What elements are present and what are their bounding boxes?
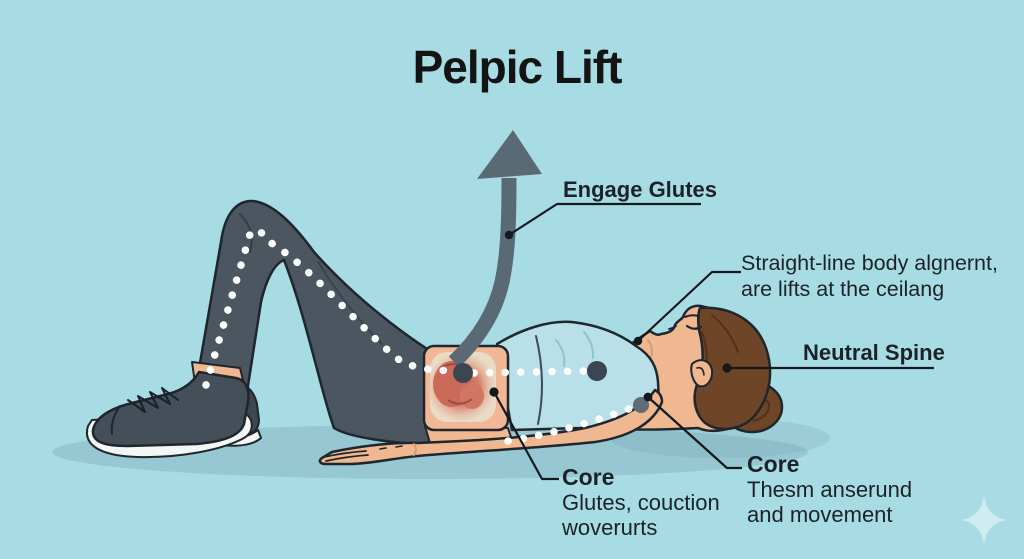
label-neutral-spine: Neutral Spine [803, 340, 945, 365]
core-left-leader [493, 391, 559, 481]
glute-muscle-lobe [460, 383, 484, 409]
label-core-left-heading: Core [562, 464, 615, 490]
label-body-alignment-line2: are lifts at the ceilang [741, 277, 945, 301]
engage-glutes-leader [508, 202, 701, 236]
label-body-alignment: Straight-line body algnernt, are lifts a… [741, 250, 998, 302]
core-right-leader [647, 396, 742, 470]
front-shoe [85, 370, 253, 459]
finger-line [323, 450, 367, 458]
leg-guide-dots [202, 225, 456, 389]
label-engage-glutes: Engage Glutes [563, 177, 718, 202]
eyebrow [684, 314, 700, 318]
wrist-line [413, 443, 417, 456]
closed-eye [685, 324, 703, 330]
leader-dot [504, 230, 514, 240]
label-core-right: Core Thesm anserund and movement [747, 451, 912, 527]
shoulder-anchor-dot [587, 361, 607, 381]
top-fold [583, 331, 595, 359]
label-core-left-line1: Glutes, couction [562, 490, 720, 515]
chin-neck-crease [647, 339, 653, 359]
ear-inner-line [696, 366, 705, 376]
label-core-right-heading: Core [747, 451, 800, 477]
shoe-laces [127, 387, 179, 413]
top-seam [535, 335, 543, 425]
lip-line [668, 325, 677, 330]
page-title: Pelpic Lift [412, 41, 623, 93]
woman-figure [85, 199, 784, 466]
leader-lines [489, 202, 934, 481]
label-body-alignment-line1: Straight-line body algnernt, [741, 251, 998, 275]
label-core-right-line2: and movement [747, 502, 893, 527]
leader-dot [722, 363, 732, 373]
leader-dot [633, 336, 643, 346]
anchor-dots [453, 361, 649, 413]
top-fold [555, 339, 566, 367]
ear [690, 359, 714, 388]
finger-line [325, 454, 369, 462]
alignment-leader [637, 270, 741, 342]
hip-anchor-dot [453, 363, 473, 383]
up-arrow-icon [448, 130, 542, 368]
label-core-left: Core Glutes, couction woverurts [562, 464, 720, 540]
torso-guide-dots [470, 367, 592, 377]
arm-hand [318, 388, 664, 466]
hair-strand [711, 314, 739, 353]
sparkle-icon [961, 496, 1007, 544]
label-core-right-line1: Thesm anserund [747, 477, 913, 502]
knuckle-line [379, 445, 403, 450]
leader-dot [489, 387, 499, 397]
leader-dot [643, 392, 653, 402]
label-core-left-line2: woverurts [562, 515, 658, 540]
chest-anchor-dot [633, 397, 649, 413]
